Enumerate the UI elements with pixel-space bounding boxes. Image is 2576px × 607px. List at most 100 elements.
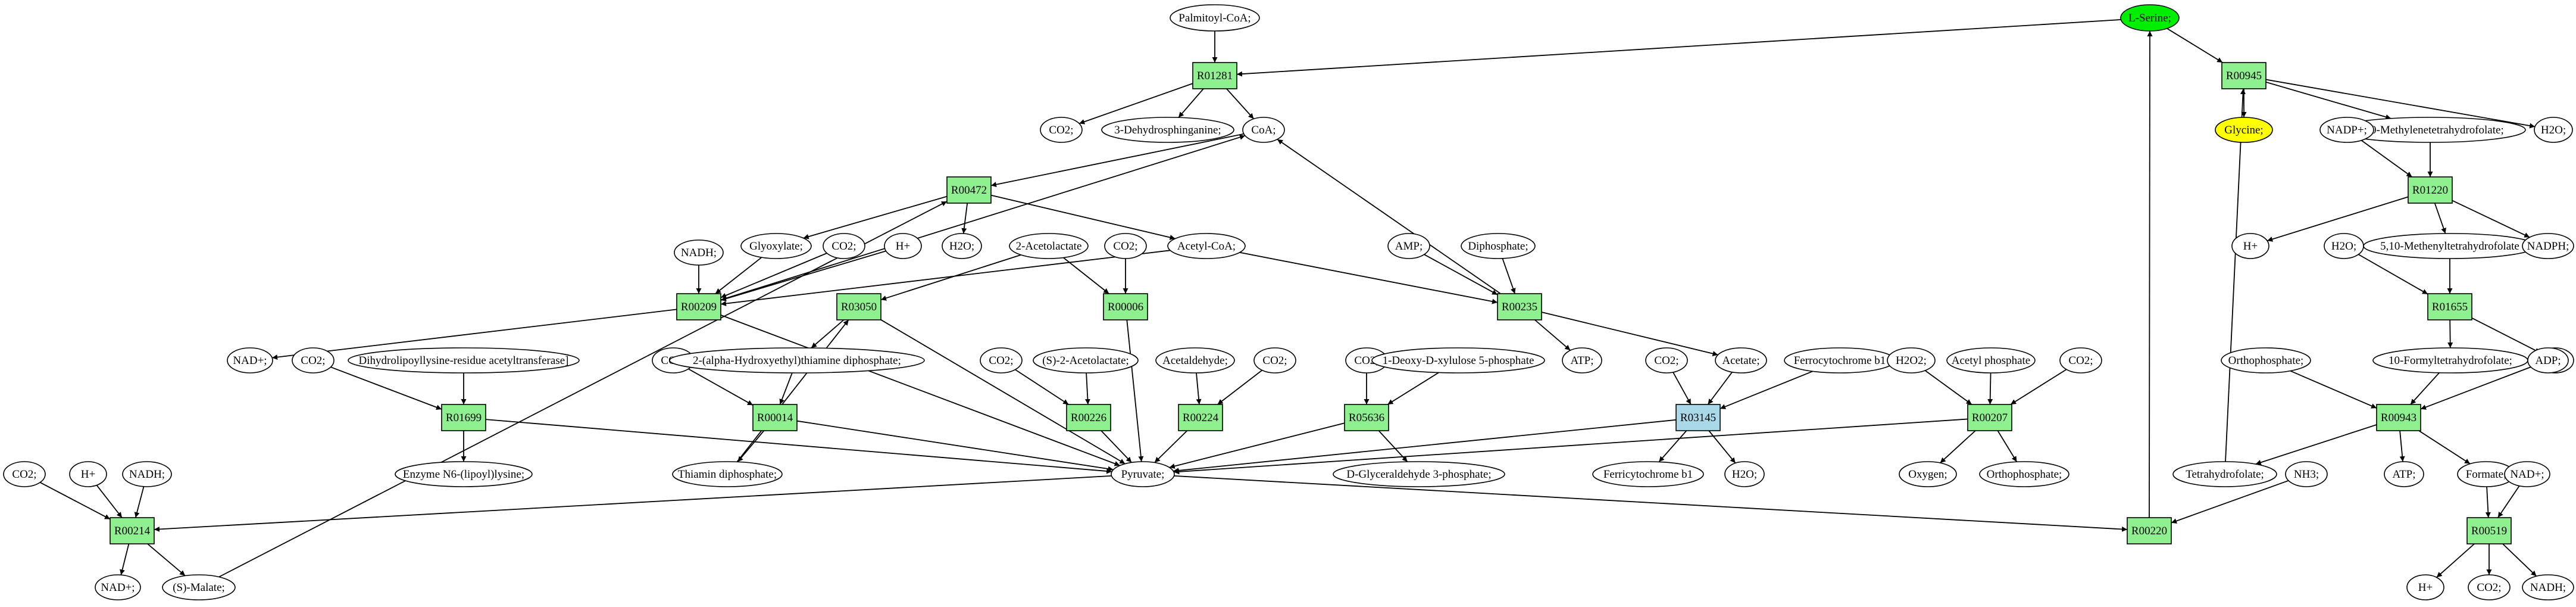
edge-r01281-to-co2_a	[1078, 83, 1193, 124]
node-label: R00209	[681, 301, 717, 313]
node-label: Ferrocytochrome b1	[1794, 354, 1886, 367]
compound-ellipse	[95, 574, 141, 600]
compound-ellipse	[1101, 117, 1234, 143]
compound-node-co2_f: CO2;	[980, 347, 1023, 373]
reaction-box	[2466, 517, 2512, 544]
edge-r05636-to-glyceraldehyde	[1378, 430, 1408, 462]
compound-ellipse	[1887, 347, 1936, 373]
compound-node-co2_h: CO2;	[1345, 347, 1388, 373]
edge-pyruvate-to-r00220	[1174, 475, 2128, 532]
reaction-node-r00209: R00209	[676, 293, 721, 320]
reaction-box	[2376, 404, 2421, 431]
node-label: D-Glyceraldehyde 3-phosphate;	[1346, 468, 1491, 481]
compound-node-acetate: Acetate;	[1715, 347, 1767, 373]
node-label: Glycine;	[2224, 124, 2263, 136]
node-label: 5,10-Methenyltetrahydrofolate	[2380, 240, 2519, 253]
node-label: R00945	[2226, 70, 2262, 82]
compound-node-nadplus_a: NAD+;	[227, 347, 273, 373]
edge-acetolactate-to-r03050	[880, 254, 1021, 301]
compound-node-orthophosphate_a: Orthophosphate;	[1979, 461, 2069, 487]
node-label: Formate;	[2466, 468, 2507, 481]
edge-r00207-to-orthophosphate_a	[1997, 430, 2018, 462]
compound-node-dihydrolipo: Dihydrolipoyllysine-residue acetyltransf…	[348, 347, 580, 373]
edge-h2o_d-to-r01655	[2358, 254, 2428, 295]
reaction-box	[676, 293, 721, 320]
compound-node-co2_i: CO2;	[1645, 347, 1688, 373]
edge-r03050-to-hydroxyethyl	[811, 319, 845, 348]
edge-r00014-to-pyruvate	[796, 420, 1114, 472]
edge-r00006-to-pyruvate	[1126, 319, 1144, 462]
node-label: R00214	[114, 525, 151, 537]
compound-ellipse	[3, 461, 46, 487]
compound-node-thiamindp: Thiamin diphosphate;	[672, 461, 783, 487]
edge-acetaldehyde-to-r00224	[1196, 372, 1202, 405]
node-label: R03050	[841, 301, 877, 313]
compound-node-nadph: NADPH;	[2522, 233, 2574, 259]
edge-thf-to-r00945	[2225, 88, 2246, 462]
node-label: Enzyme N6-(lipoyl)lysine;	[403, 468, 524, 481]
edge-hplus_a-to-r00209	[720, 250, 886, 301]
edge-ferrocyt-to-r03145	[1720, 371, 1813, 409]
compound-node-nadplus_b: NAD+;	[95, 574, 141, 600]
node-label: R00235	[1502, 301, 1537, 313]
compound-node-pyruvate: Pyruvate;	[1111, 461, 1175, 487]
node-label: (S)-2-Acetolactate;	[1042, 354, 1129, 367]
compound-ellipse	[1040, 117, 1083, 143]
reaction-box	[1103, 293, 1148, 320]
compound-ellipse	[1111, 461, 1175, 487]
reaction-box	[2221, 62, 2266, 89]
reaction-box	[110, 517, 155, 544]
compound-node-hydroxyethyl: 2-(alpha-Hydroxyethyl)thiamine diphospha…	[669, 347, 925, 373]
compound-ellipse	[2215, 117, 2273, 143]
node-label: CO2;	[2477, 581, 2501, 594]
edge-r01281-to-dehydrosph	[1178, 88, 1204, 118]
compound-ellipse	[1167, 233, 1246, 259]
node-label: Pyruvate;	[1121, 468, 1165, 481]
edge-r00943-to-atp_b	[2399, 430, 2405, 462]
edge-r00209-to-nadplus_a	[271, 309, 677, 360]
reaction-box	[1192, 62, 1237, 89]
node-label: CO2;	[831, 240, 856, 253]
compound-node-nadh_a: NADH;	[674, 239, 724, 266]
edge-r03145-to-ferricyt	[1658, 430, 1687, 462]
reaction-node-r00014: R00014	[752, 404, 798, 431]
edge-co2_j-to-r00207	[2010, 369, 2067, 405]
compound-ellipse	[162, 574, 236, 600]
node-label: H2O2;	[1896, 354, 1927, 367]
node-label: NADH;	[2530, 581, 2566, 594]
compound-node-co2_c: CO2;	[1104, 233, 1147, 259]
compound-ellipse	[69, 461, 107, 487]
reaction-node-r03145: R03145	[1675, 404, 1721, 431]
edges-layer	[39, 19, 2541, 578]
compound-ellipse	[1242, 117, 1285, 143]
compound-node-h2o_d: H2O;	[2324, 233, 2364, 259]
node-label: Dihydrolipoyllysine-residue acetyltransf…	[359, 354, 569, 367]
compound-node-h2o_a: H2O;	[942, 233, 982, 259]
compound-ellipse	[823, 233, 865, 259]
reaction-node-r01281: R01281	[1192, 62, 1237, 89]
edge-co2_b-to-r00209	[720, 253, 827, 298]
compound-ellipse	[2172, 461, 2277, 487]
compound-ellipse	[1645, 347, 1688, 373]
node-label: Ferricytochrome b1	[1603, 468, 1693, 481]
compound-ellipse	[1170, 4, 1260, 32]
edge-thiamindp-to-r03050	[736, 319, 849, 462]
reaction-node-r00226: R00226	[1066, 404, 1111, 431]
edge-r00943-to-formate	[2418, 430, 2471, 465]
edge-r00472-to-glyoxylate	[803, 195, 948, 239]
reaction-box	[1178, 404, 1223, 431]
node-label: ATP;	[2392, 468, 2415, 481]
node-label: H2O;	[949, 240, 974, 253]
edge-formylthf-to-r00943	[2410, 372, 2440, 405]
compound-node-h2o_b: H2O;	[1724, 461, 1765, 487]
reaction-node-r01699: R01699	[441, 404, 486, 431]
reaction-node-r00945: R00945	[2221, 62, 2266, 89]
compound-node-co2_k: CO2;	[3, 461, 46, 487]
compound-ellipse	[292, 347, 334, 373]
edge-r00945-to-methylenethf	[2265, 81, 2391, 120]
compound-ellipse	[740, 233, 812, 259]
compound-node-co2_l: CO2;	[2468, 574, 2511, 600]
compound-ellipse	[2468, 574, 2511, 600]
node-label: ATP;	[1570, 354, 1593, 367]
edge-lserine-to-r00945	[2167, 28, 2223, 63]
